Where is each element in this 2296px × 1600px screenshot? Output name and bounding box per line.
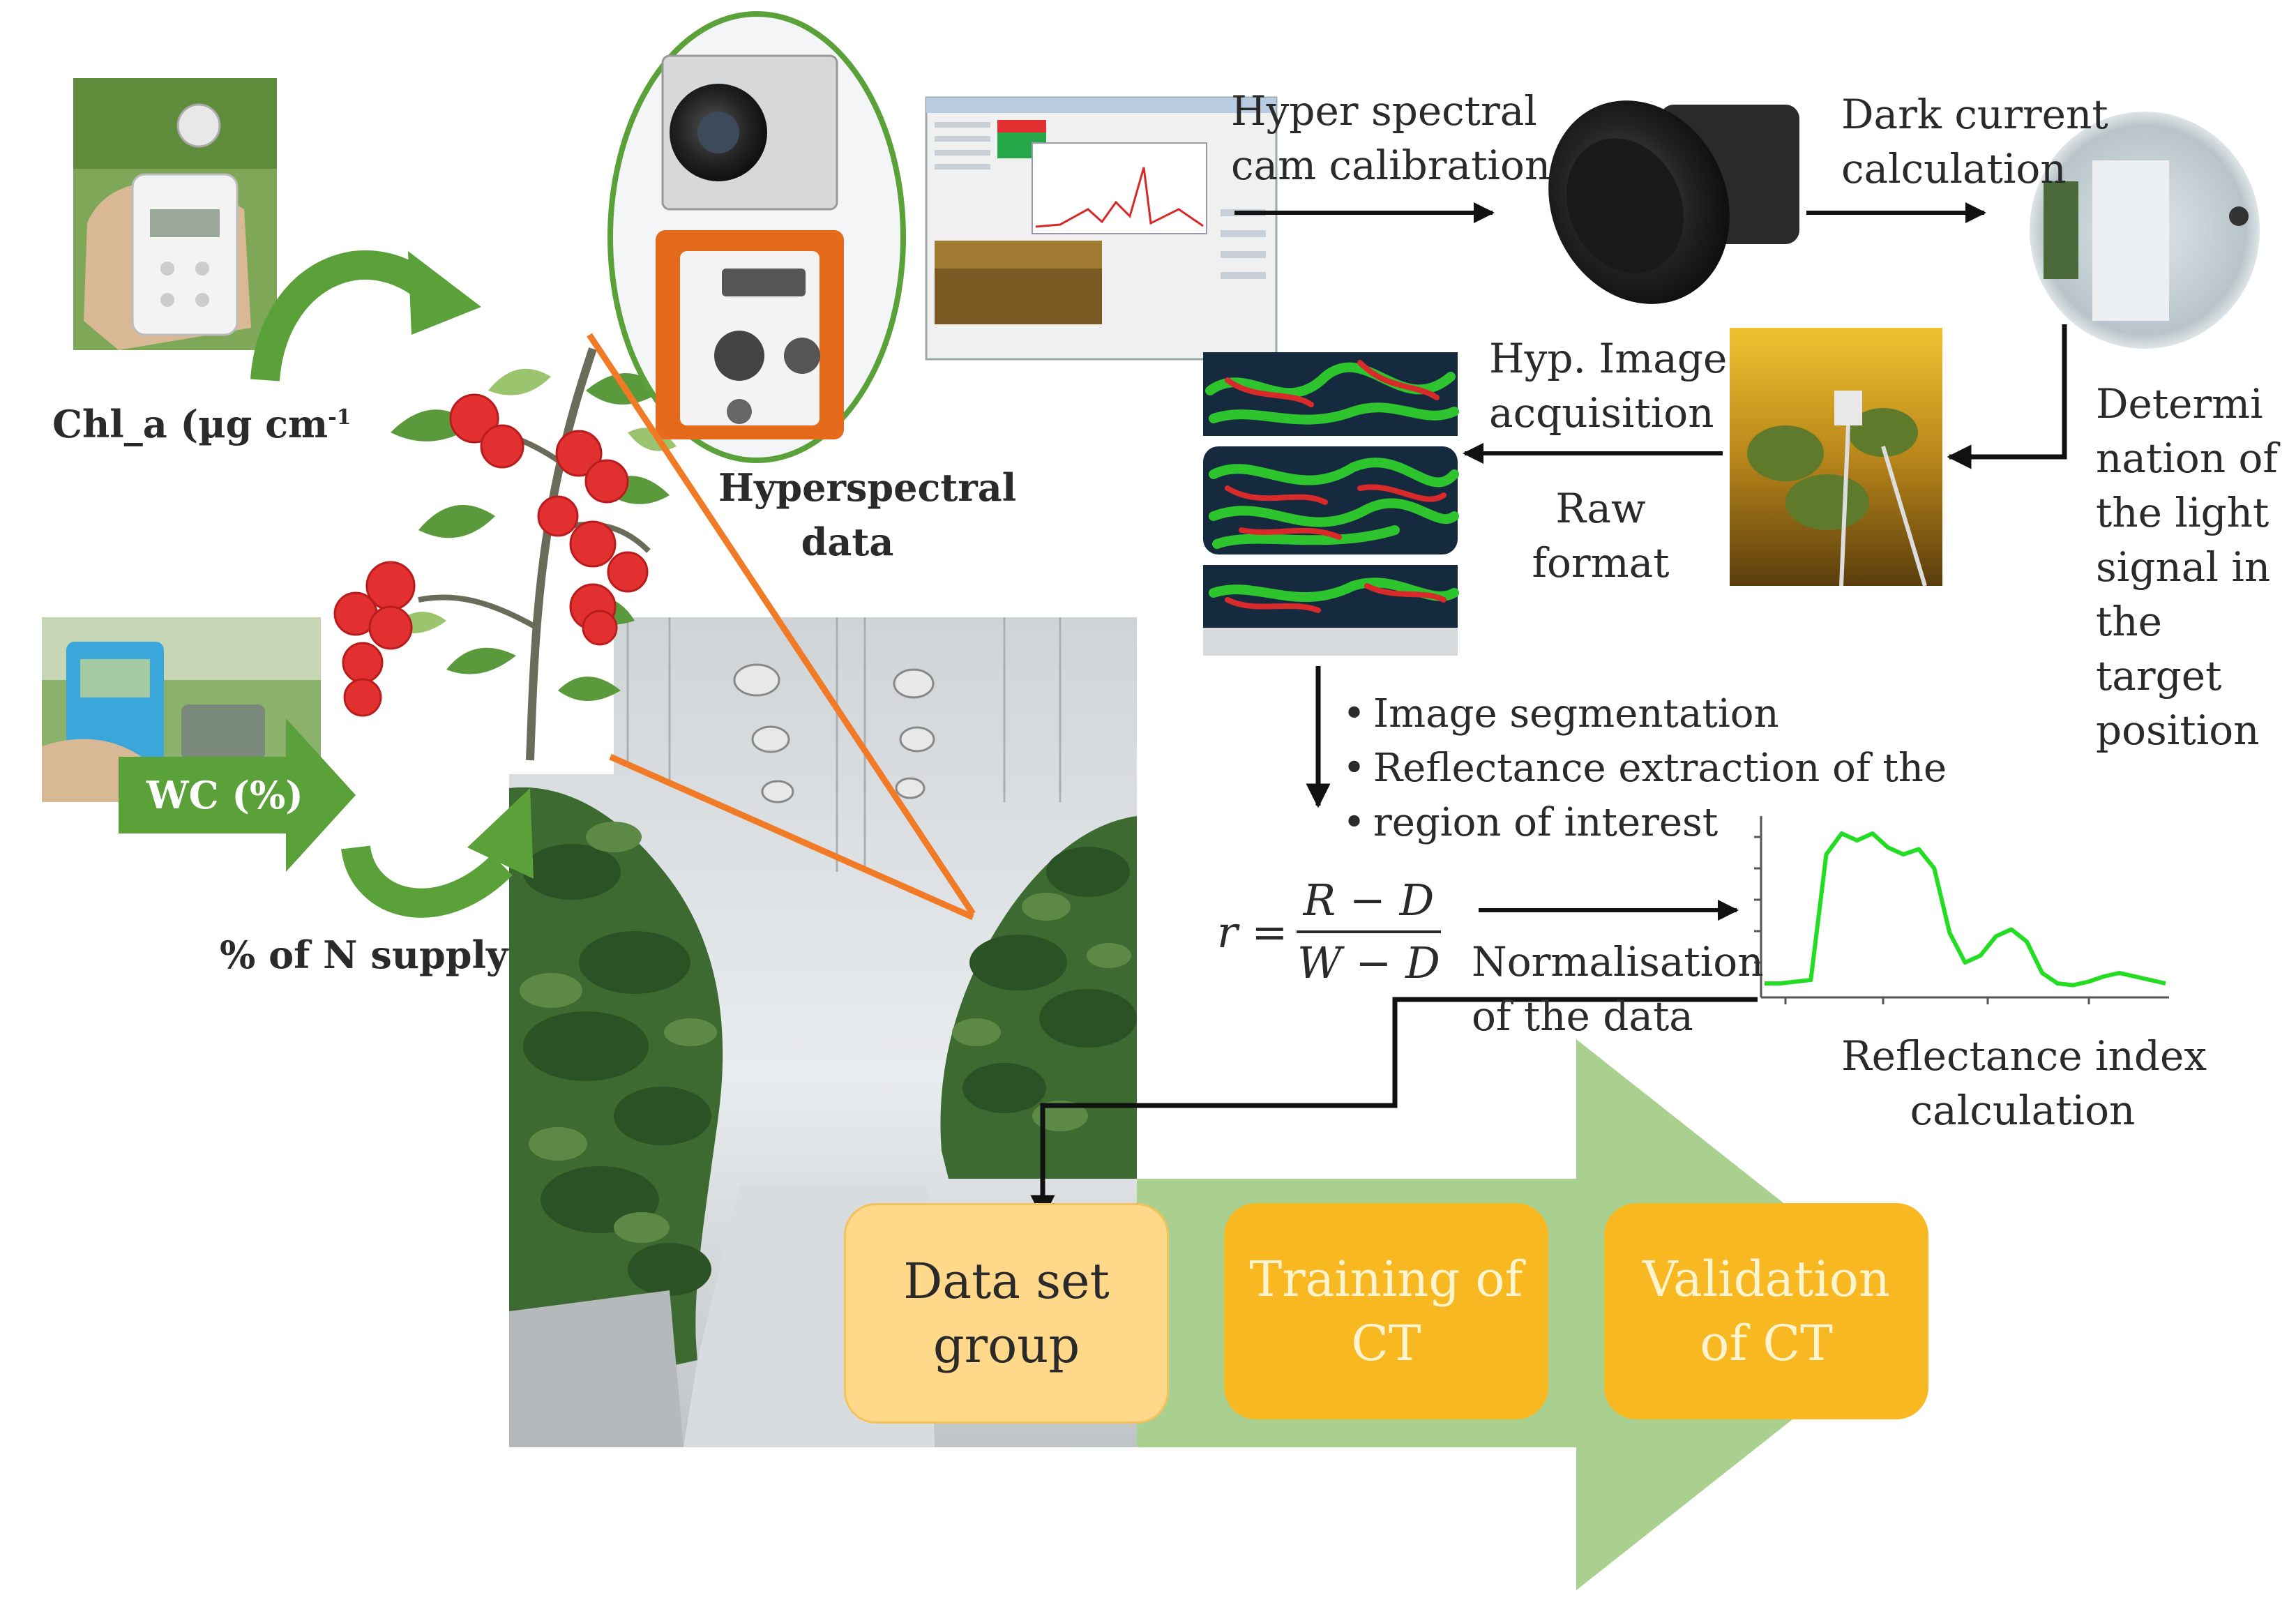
determination-line-5: the [2096, 598, 2162, 645]
chl-a-label: Chl_a (µg cm-1 [52, 391, 352, 451]
wc-arrow [119, 718, 356, 872]
step-item-continuation: region of interest [1343, 796, 1947, 850]
formula-denominator: W − D [1297, 937, 1440, 988]
spectrum-series-line [1765, 831, 2166, 988]
lens-cap-photo [1520, 80, 1813, 317]
hyp-acquisition-line-2: acquisition [1489, 389, 1714, 437]
normalisation-label: Normalisation of the data [1472, 935, 1764, 1043]
curved-arrow-bottom [341, 788, 534, 918]
step-item: Image segmentation [1343, 687, 1947, 741]
chl-a-text: Chl_a (µg cm [52, 402, 328, 446]
raw-format-line-2: format [1532, 539, 1670, 587]
normalisation-line-2: of the data [1472, 993, 1693, 1040]
formula-numerator: R − D [1296, 870, 1442, 933]
normalisation-line-1: Normalisation [1472, 938, 1764, 986]
validation-ct-box: Validation of CT [1604, 1203, 1928, 1419]
reflectance-index-line-2: calculation [1910, 1087, 2136, 1134]
zoom-line-1 [587, 333, 976, 916]
raw-format-label: Raw format [1513, 481, 1688, 590]
arrow-to-dataset [1030, 997, 1758, 1220]
hyperspectral-data-line-1: Hyperspectral [718, 465, 1017, 510]
training-ct-box: Training of CT [1224, 1203, 1548, 1419]
n-supply-label: % of N supply [220, 933, 508, 977]
determination-line-6: target [2096, 652, 2222, 700]
reflectance-index-line-1: Reflectance index [1841, 1032, 2207, 1080]
processing-steps-list: Image segmentation Reflectance extractio… [1343, 687, 1947, 850]
dark-current-line-2: calculation [1841, 145, 2067, 193]
hyp-acquisition-line-1: Hyp. Image [1489, 335, 1728, 382]
formula-fraction: R − D W − D [1290, 870, 1447, 993]
calibration-software-screenshot [925, 96, 1278, 361]
tomato-plant-illustration [321, 328, 677, 774]
chlorophyll-meter-photo [73, 78, 277, 350]
wc-label: WC (%) [146, 773, 303, 817]
cam-calibration-line-2: cam calibration [1231, 142, 1551, 189]
reflectance-index-label: Reflectance index calculation [1841, 1029, 2207, 1138]
zoom-line-2 [609, 753, 974, 921]
dark-current-label: Dark current calculation [1841, 87, 2108, 196]
dataset-group-box: Data set group [844, 1203, 1169, 1424]
determination-line-3: the light [2096, 489, 2269, 536]
determination-line-1: Determi [2096, 380, 2263, 428]
determination-label: Determi nation of the light signal in th… [2096, 377, 2278, 757]
hyp-acquisition-label: Hyp. Image acquisition [1489, 331, 1727, 440]
hyperspectral-camera-zoom [607, 11, 906, 463]
hyperspectral-data-line-2: data [801, 520, 894, 564]
arrow-to-chamber [1947, 324, 2067, 469]
determination-line-7: position [2096, 707, 2260, 754]
dark-current-line-1: Dark current [1841, 91, 2108, 138]
dark-room-photo [2030, 112, 2260, 349]
step-item: Reflectance extraction of the [1343, 741, 1947, 796]
cam-calibration-line-1: Hyper spectral [1231, 87, 1537, 135]
curved-arrow-top [250, 250, 481, 382]
growth-chamber-photo [1730, 328, 1942, 587]
formula-lhs: r = [1217, 907, 1288, 958]
raw-format-line-1: Raw [1555, 485, 1646, 532]
cam-calibration-label: Hyper spectral cam calibration [1231, 84, 1550, 193]
hyperspectral-data-label: Hyperspectral data [718, 460, 1017, 569]
segmented-image-strips [1203, 352, 1459, 656]
determination-line-2: nation of [2096, 435, 2278, 482]
chl-a-superscript: -1 [328, 405, 352, 430]
determination-line-4: signal in [2096, 543, 2271, 591]
